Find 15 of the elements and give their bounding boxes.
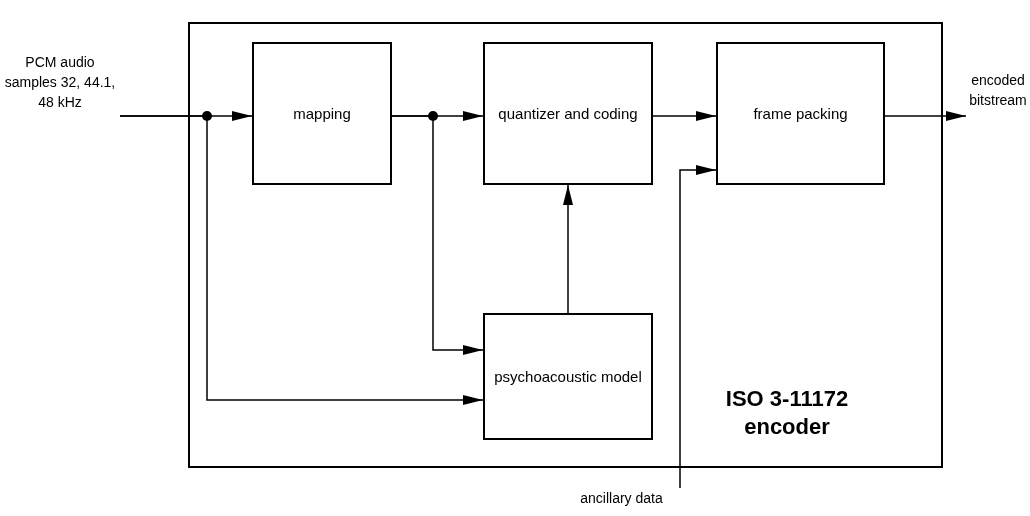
encoder-title: ISO 3-11172 encoder: [724, 385, 850, 441]
arrow: [679, 165, 717, 489]
input-label: ancillary data: [560, 488, 683, 514]
output-label: encoded bitstream: [966, 70, 1030, 120]
arrow: [652, 111, 717, 121]
input-label: PCM audio samples 32, 44.1, 48 kHz: [0, 52, 120, 120]
process-box: mapping: [252, 42, 392, 185]
arrow: [563, 184, 573, 314]
process-box: frame packing: [716, 42, 885, 185]
arrow: [884, 111, 967, 121]
arrow: [391, 115, 484, 355]
encoder-frame: [188, 22, 943, 468]
process-box: psychoacoustic model: [483, 313, 653, 440]
process-box: quantizer and coding: [483, 42, 653, 185]
arrow: [119, 115, 484, 405]
